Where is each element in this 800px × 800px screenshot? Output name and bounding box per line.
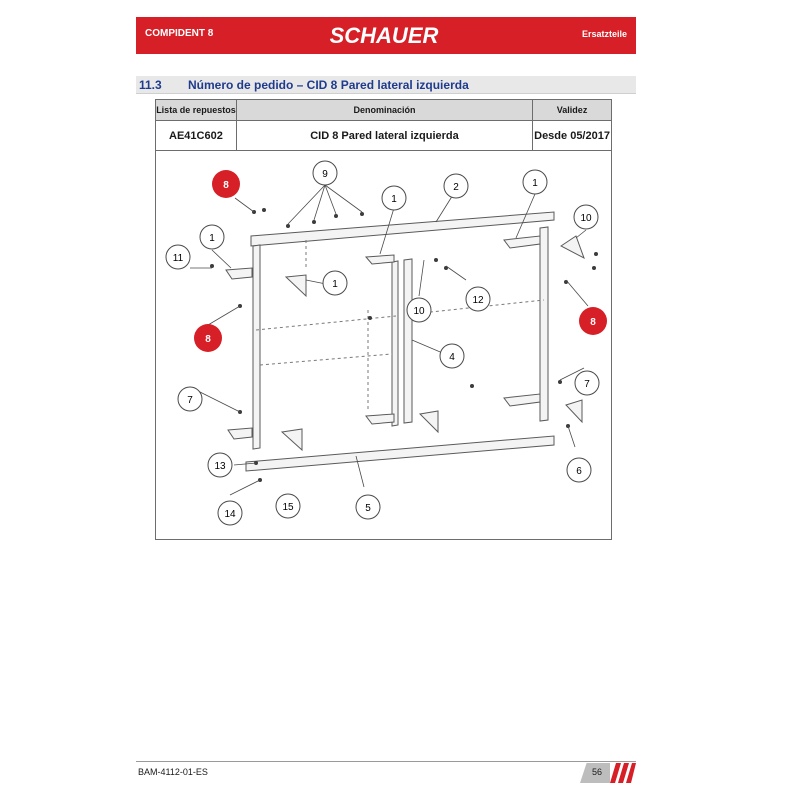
bracket [503,235,541,249]
callout-15: 15 [275,493,301,519]
table-row: AE41C602 CID 8 Pared lateral izquierda D… [155,120,612,151]
footer-divider [136,761,636,762]
callout-14: 14 [217,500,243,526]
bracket [227,427,253,440]
svg-text:6: 6 [576,466,582,477]
middle-post-a [391,260,399,427]
callout-6: 6 [566,457,592,483]
svg-text:11: 11 [173,253,184,264]
page-number-box: 56 [580,763,636,783]
bracket [280,428,303,452]
svg-text:9: 9 [322,169,328,180]
svg-text:10: 10 [413,306,425,317]
brand-stripes-icon [610,763,636,783]
bracket [565,399,583,424]
callout-4: 4 [439,343,465,369]
bottom-rail [245,435,555,472]
callout-7-left: 7 [177,386,203,412]
callout-1-center: 1 [381,185,407,211]
callout-10-center: 10 [406,297,432,323]
svg-text:13: 13 [214,461,226,472]
bracket [364,254,395,265]
bracket [503,393,541,407]
page-header: COMPIDENT 8 SCHAUER Ersatzteile [136,17,636,54]
section-number: 11.3 [139,78,162,92]
header-part-list: Lista de repuestos [155,99,237,121]
svg-text:8: 8 [590,317,596,328]
cell-designation: CID 8 Pared lateral izquierda [235,120,534,151]
svg-text:4: 4 [449,352,455,363]
svg-text:5: 5 [365,503,371,514]
svg-text:14: 14 [224,509,236,520]
cell-validity: Desde 05/2017 [532,120,612,151]
exploded-diagram: 8 9 1 2 1 10 1 11 1 12 10 8 8 4 7 7 13 6… [155,150,612,540]
right-post [539,226,549,422]
top-rail [250,211,555,247]
svg-text:1: 1 [532,178,538,189]
diagram-drawing: 8 9 1 2 1 10 1 11 1 12 10 8 8 4 7 7 13 6… [165,160,607,526]
callout-8-left: 8 [194,324,222,352]
page-number-background [580,763,610,783]
callout-11: 11 [165,244,191,270]
svg-text:2: 2 [453,182,459,193]
section-label: Ersatzteile [581,29,627,39]
svg-text:15: 15 [282,502,294,513]
svg-text:10: 10 [580,213,592,224]
section-heading: 11.3 Número de pedido – CID 8 Pared late… [136,76,636,94]
bracket [560,235,585,260]
callout-1-left: 1 [199,224,225,250]
callout-5: 5 [355,494,381,520]
callout-10-right: 10 [573,204,599,230]
svg-text:1: 1 [332,279,338,290]
bracket [418,410,439,434]
document-code: BAM-4112-01-ES [138,767,208,777]
section-title: Número de pedido – CID 8 Pared lateral i… [188,78,469,92]
callout-12: 12 [465,286,491,312]
svg-text:7: 7 [187,395,193,406]
callout-13: 13 [207,452,233,478]
svg-text:1: 1 [209,233,215,244]
parts-table: Lista de repuestos Denominación Validez … [155,99,612,151]
svg-text:1: 1 [391,194,397,205]
table-header-row: Lista de repuestos Denominación Validez [155,99,612,121]
svg-text:12: 12 [472,295,484,306]
callout-9: 9 [312,160,338,186]
svg-text:8: 8 [223,180,229,191]
left-post [252,244,261,450]
model-name: COMPIDENT 8 [145,28,214,39]
header-validity: Validez [532,99,612,121]
brand-logo: SCHAUER [330,23,439,47]
cell-part-list: AE41C602 [155,120,237,151]
svg-text:8: 8 [205,334,211,345]
callout-7-right: 7 [574,370,600,396]
callout-1-right: 1 [522,169,548,195]
page-number: 56 [592,767,603,777]
callout-1-mid: 1 [322,270,348,296]
svg-text:7: 7 [584,379,590,390]
bracket [365,413,395,425]
bracket [284,274,307,298]
callout-8-top: 8 [212,170,240,198]
callout-8-right: 8 [579,307,607,335]
header-designation: Denominación [235,99,534,121]
callout-2: 2 [443,173,469,199]
middle-post-b [403,258,413,424]
brand-logo-text: SCHAUER [330,23,439,47]
bracket [225,267,253,280]
